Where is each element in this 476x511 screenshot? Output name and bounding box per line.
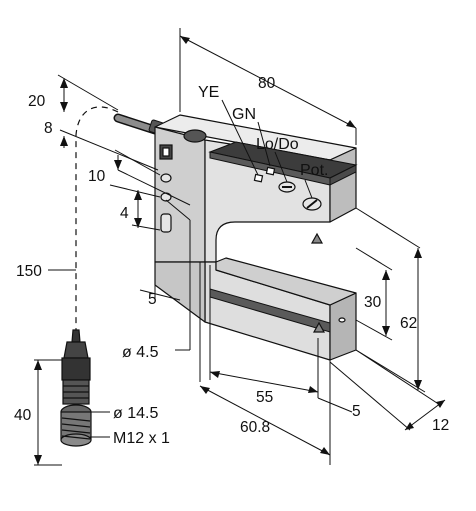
dim-30: 30 (364, 294, 382, 311)
dim-55: 55 (256, 389, 273, 406)
side-hole-upper (160, 173, 172, 183)
side-slot (160, 213, 172, 233)
dim-40: 40 (14, 407, 32, 424)
receiver-triangle-icon (310, 232, 324, 244)
dimension-lines (34, 28, 446, 466)
dim-5-right: 5 (352, 403, 361, 420)
dimension-arrowheads (34, 36, 445, 465)
emitter-triangle-icon (312, 321, 326, 333)
component-labels: YE GN Lo/Do Pot. ø 4.5 ø 14.5 M12 x 1 (113, 84, 328, 447)
dim-5-left: 5 (148, 291, 157, 308)
dim-62: 62 (400, 315, 417, 332)
dim-10: 10 (88, 168, 106, 185)
fork-sensor-body (154, 114, 357, 361)
dim-60-8: 60.8 (240, 419, 270, 436)
dim-12: 12 (432, 417, 449, 434)
m12-connector (60, 329, 92, 447)
dim-8: 8 (44, 120, 53, 137)
label-thread: M12 x 1 (113, 430, 170, 447)
dim-80: 80 (258, 75, 276, 92)
dim-20: 20 (28, 93, 46, 110)
label-lodo: Lo/Do (256, 136, 299, 153)
label-gn: GN (232, 106, 256, 123)
led-gn (265, 166, 276, 176)
mounting-hole-top (183, 129, 207, 143)
cable-length-dashed-line (75, 106, 119, 335)
top-features (183, 129, 322, 211)
label-pot: Pot. (300, 162, 328, 179)
dim-150: 150 (16, 263, 42, 280)
beam-markers (310, 232, 346, 333)
label-hole-diameter: ø 4.5 (122, 344, 159, 361)
dim-4: 4 (120, 205, 129, 222)
label-ye: YE (198, 84, 219, 101)
dimension-labels: 80 20 8 10 4 150 5 30 62 55 5 60.8 12 40 (14, 75, 449, 436)
label-connector-diameter: ø 14.5 (113, 405, 158, 422)
side-hole-lower (160, 192, 172, 202)
led-ye (253, 173, 264, 183)
